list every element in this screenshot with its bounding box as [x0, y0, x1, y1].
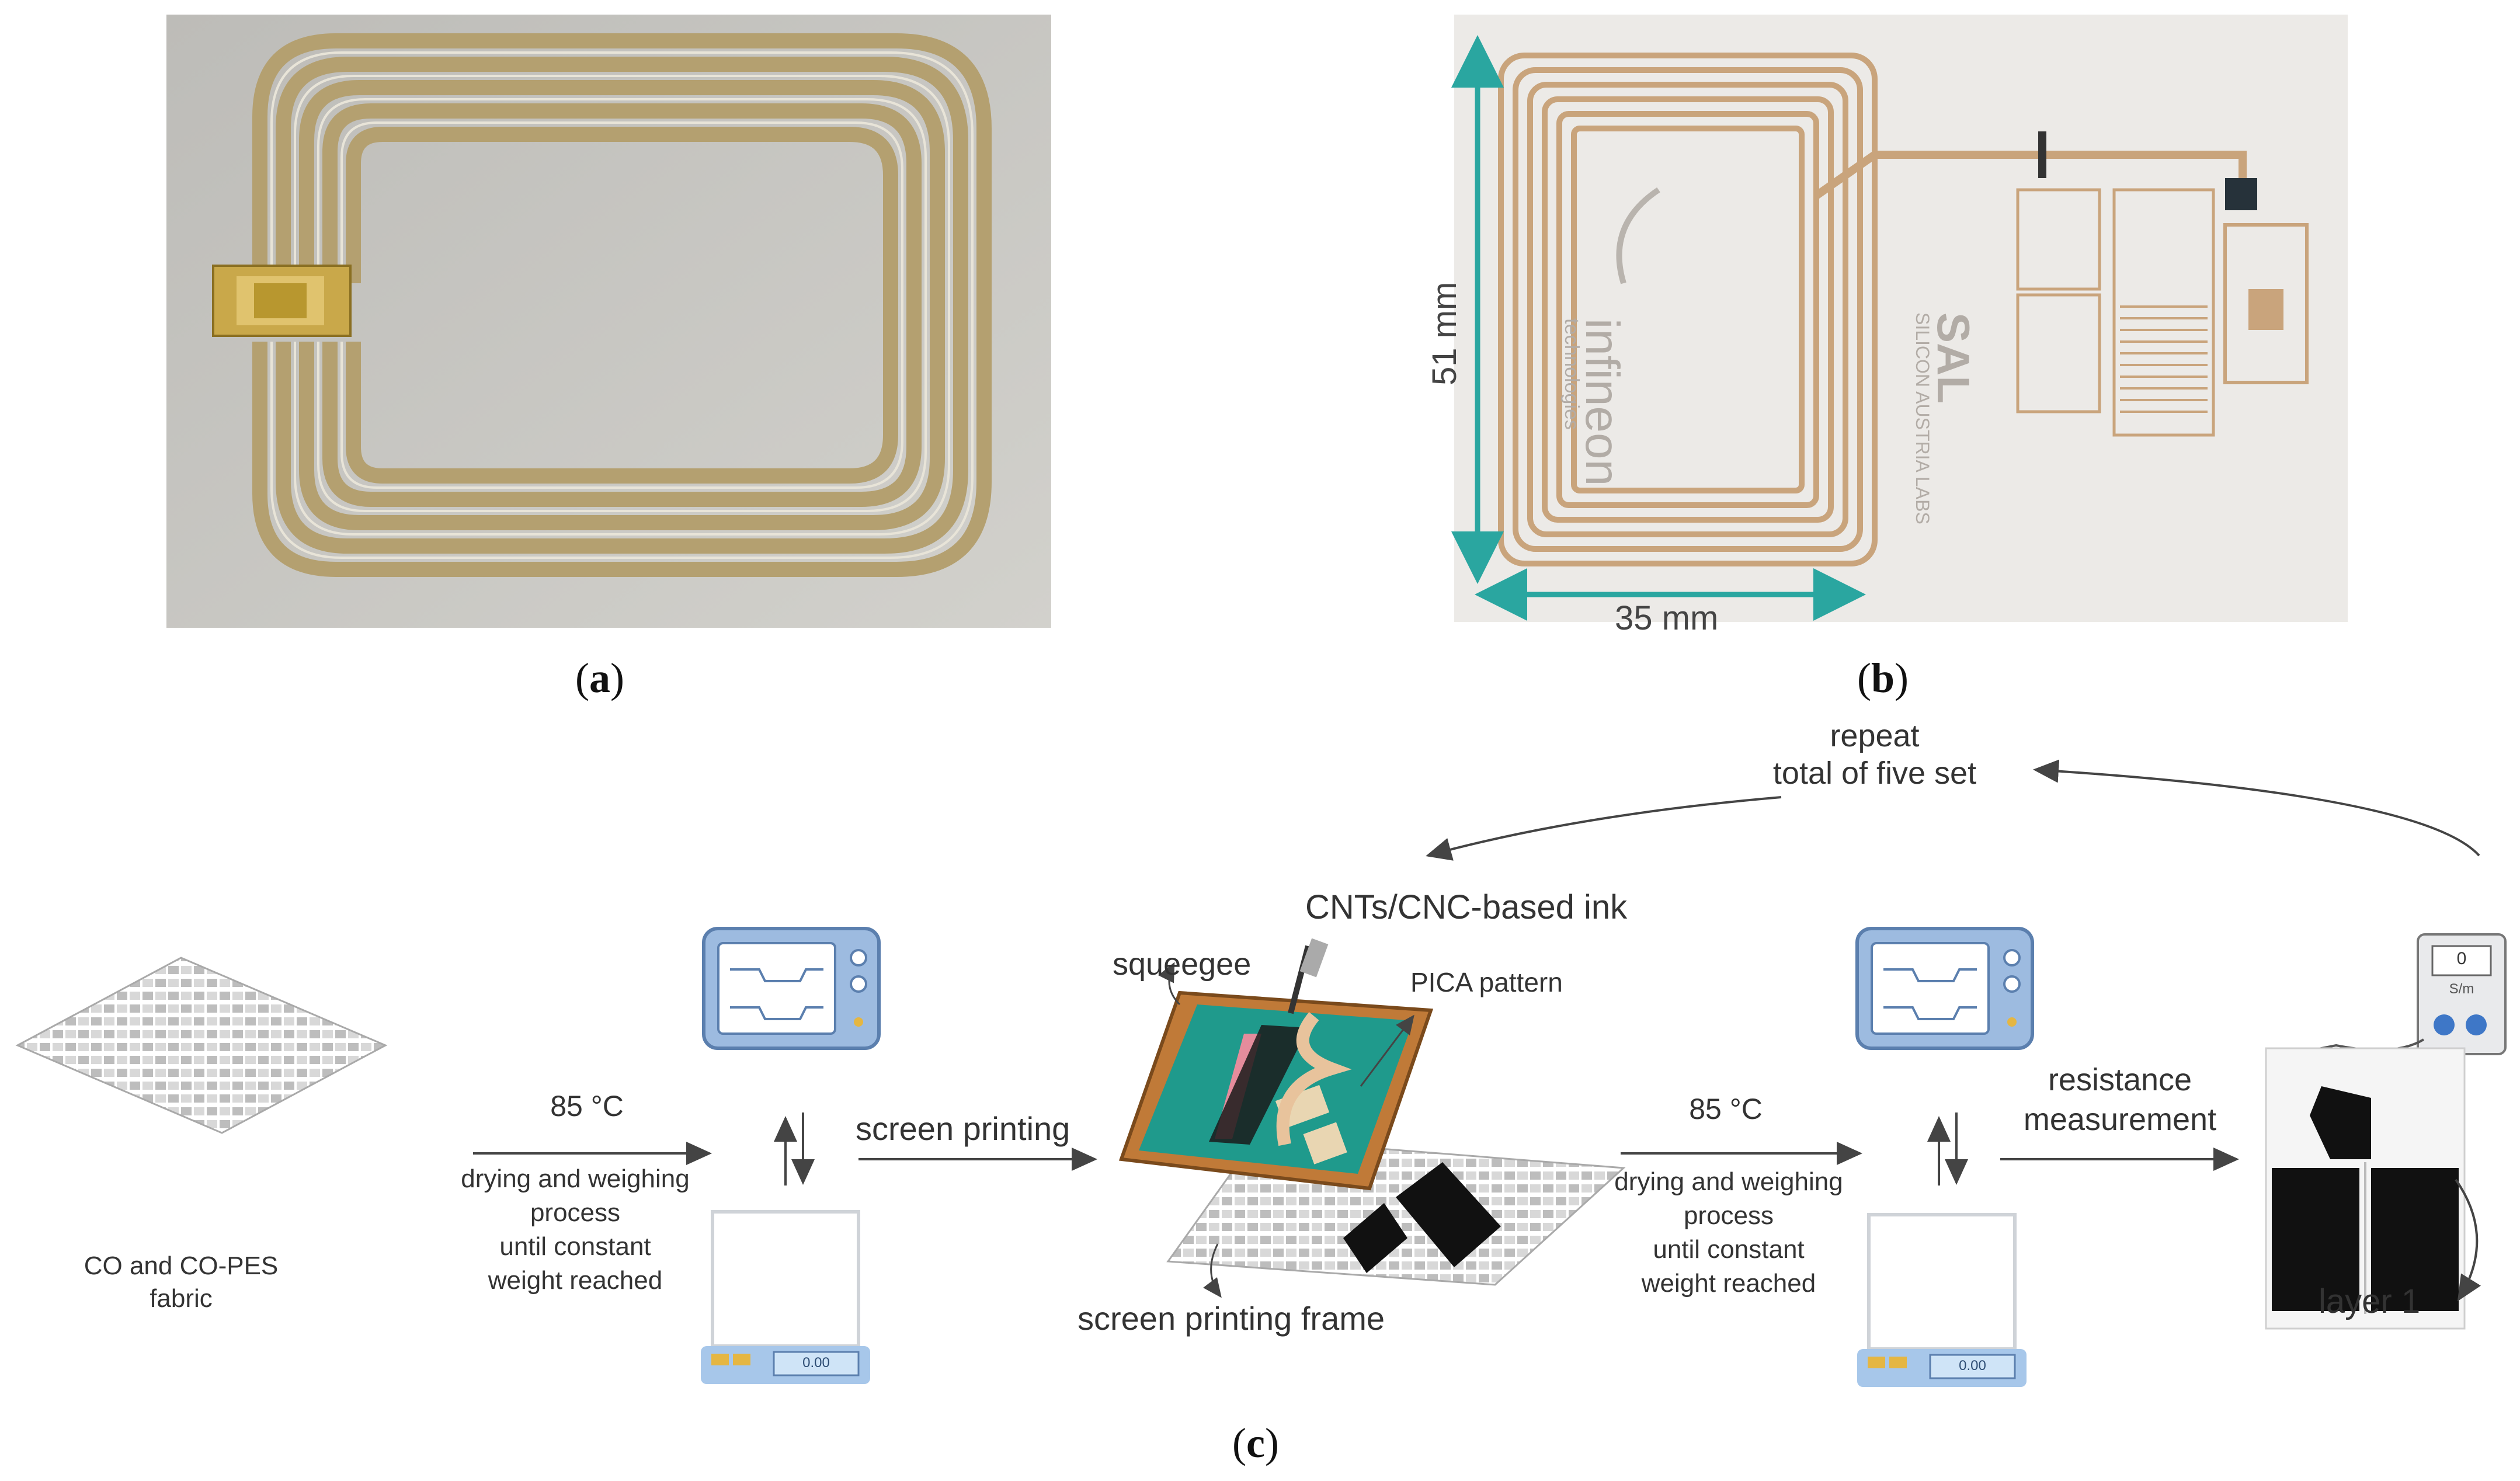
resistance-label: resistance measurement [2023, 1062, 2217, 1137]
fabric-illustration [15, 957, 388, 1134]
frame-label: screen printing frame [1077, 1300, 1385, 1337]
photo-a [166, 15, 1051, 628]
panel-label-a: (a) [575, 655, 624, 701]
coil-antenna-a [166, 15, 1051, 628]
pica-label: PICA pattern [1410, 967, 1563, 997]
layer-label: layer 1 [2319, 1282, 2421, 1320]
panel-label-b: (b) [1857, 655, 1909, 701]
oven-icon-1 [702, 927, 881, 1050]
meter-display: 0 [2456, 949, 2467, 968]
drying-label-1: drying and weighing process until consta… [461, 1164, 690, 1295]
scale-icon-1 [701, 1210, 870, 1384]
ink-label: CNTs/CNC-based ink [1305, 888, 1628, 926]
photo-b: infineon technologies SAL SILICON AUSTRI… [1454, 15, 2348, 622]
resistance-meter [2306, 933, 2507, 1055]
repeat-label: repeat total of five set [1772, 718, 1977, 791]
scale-display-2: 0.00 [1959, 1358, 1986, 1374]
squeegee-label: squeegee [1113, 947, 1252, 982]
screen-printing-label: screen printing [856, 1110, 1070, 1147]
temp-label-1: 85 °C [550, 1090, 624, 1122]
drying-label-2: drying and weighing process until consta… [1614, 1167, 1843, 1298]
panel-label-c: (c) [1232, 1420, 1279, 1466]
temp-label-2: 85 °C [1689, 1093, 1763, 1125]
screen-printing-setup [1118, 938, 1626, 1286]
scale-icon-2 [1857, 1213, 2027, 1387]
fabric-label: CO and CO-PES fabric [84, 1251, 279, 1313]
printed-sample [2265, 1047, 2466, 1330]
dim-horizontal-label: 35 mm [1615, 599, 1719, 637]
meter-unit: S/m [2449, 981, 2474, 997]
oven-icon-2 [1855, 927, 2034, 1050]
scale-display-1: 0.00 [802, 1355, 830, 1371]
